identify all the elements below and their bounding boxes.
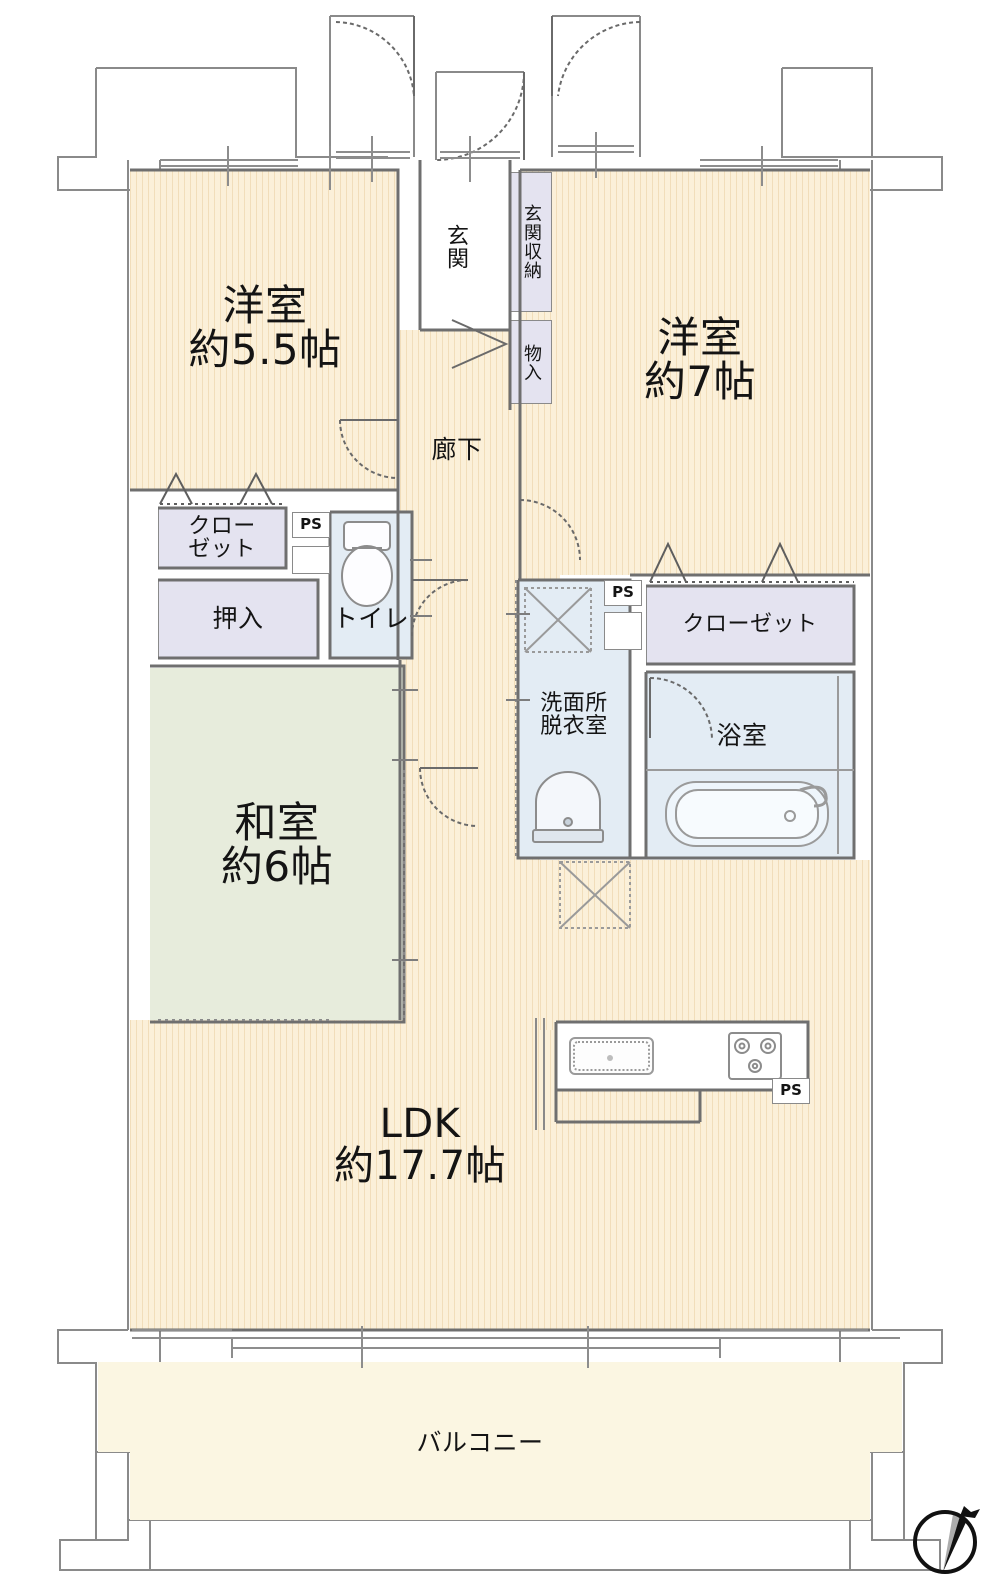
balcony-fill-left [98,1362,132,1452]
room-fill-bathroom [646,672,854,858]
ps-label-1: PS [292,512,330,538]
room-fill-toilet [330,512,412,658]
balcony-fill-right [868,1362,902,1452]
north-compass-icon [913,1506,980,1574]
ps-box-2-lower [604,612,642,650]
closet-right-fill [646,586,854,664]
room-fill-entrance [420,160,510,330]
balcony-fill [130,1362,870,1520]
kitchen-counter-area [556,1022,808,1090]
room-fill-ldk-right-strip [640,860,870,1030]
monoire-fill [510,320,552,404]
room-fill-bedroom-7 [520,170,870,575]
room-fill-bedroom-5p5 [130,170,398,490]
closet-left-fill [158,508,286,568]
ps-box-1-lower [292,546,330,574]
genkan-shuno-fill [510,172,552,312]
room-fill-tatami [150,668,404,1020]
oshiire-fill [158,580,318,658]
room-fill-ldk-kitchen [540,860,650,1030]
